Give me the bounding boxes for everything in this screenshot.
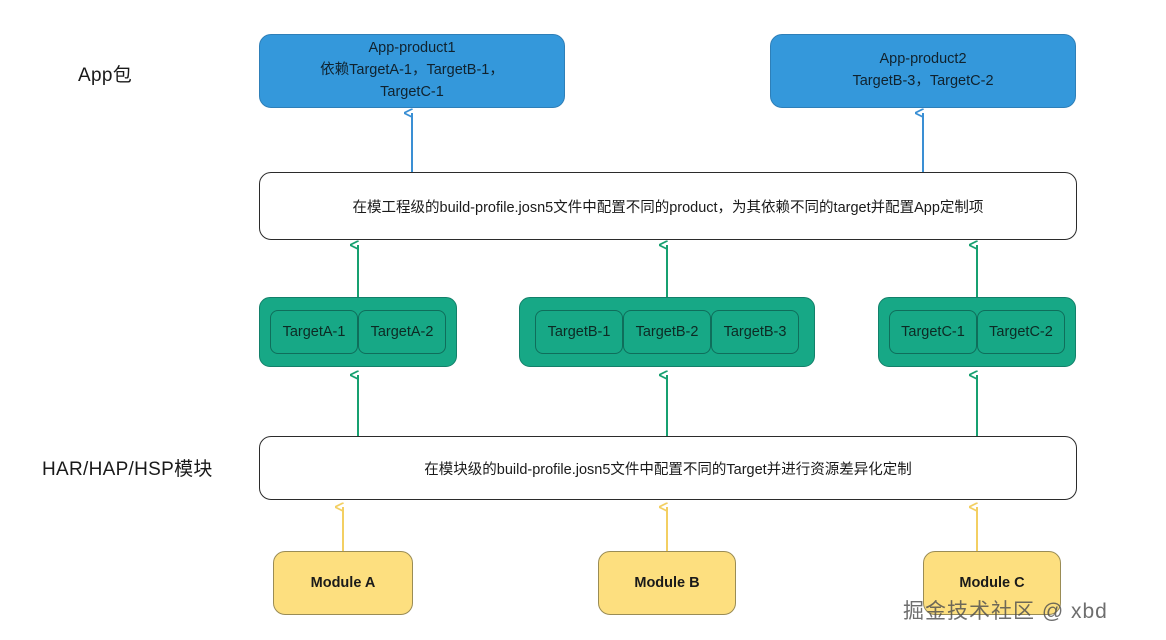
- arrow-module-desc-to-target-group-a: [342, 368, 359, 437]
- arrow-target-group-a-to-product-desc: [342, 238, 359, 299]
- arrow-module-a-to-module-desc: [327, 500, 344, 553]
- arrow-product-desc-to-app-product2: [907, 106, 924, 175]
- target-chip-c2[interactable]: TargetC-2: [977, 310, 1065, 354]
- target-group-c[interactable]: TargetC-1 TargetC-2: [878, 297, 1076, 367]
- arrow-module-c-to-module-desc: [961, 500, 978, 553]
- module-level-description-box[interactable]: 在模块级的build-profile.josn5文件中配置不同的Target并进…: [259, 436, 1077, 500]
- app-product1-title: App-product1: [368, 40, 456, 57]
- arrow-product-desc-to-app-product1: [396, 106, 413, 175]
- arrow-target-group-c-to-product-desc: [961, 238, 978, 299]
- app-product1-line2: 依赖TargetA-1，TargetB-1，: [320, 62, 504, 79]
- module-b-box[interactable]: Module B: [598, 551, 736, 615]
- target-group-a[interactable]: TargetA-1 TargetA-2: [259, 297, 457, 367]
- module-c-box[interactable]: Module C: [923, 551, 1061, 615]
- arrow-module-b-to-module-desc: [651, 500, 668, 553]
- module-a-label: Module A: [310, 575, 376, 591]
- row-label-har-hap-hsp-modules: HAR/HAP/HSP模块: [42, 459, 213, 480]
- app-product1-line3: TargetC-1: [380, 83, 444, 100]
- module-b-label: Module B: [634, 575, 700, 591]
- target-chip-a1[interactable]: TargetA-1: [270, 310, 358, 354]
- target-group-b[interactable]: TargetB-1 TargetB-2 TargetB-3: [519, 297, 815, 367]
- arrow-module-desc-to-target-group-b: [651, 368, 668, 437]
- arrow-target-group-b-to-product-desc: [651, 238, 668, 299]
- module-level-description-text: 在模块级的build-profile.josn5文件中配置不同的Target并进…: [424, 461, 912, 478]
- product-level-description-box[interactable]: 在模工程级的build-profile.josn5文件中配置不同的product…: [259, 172, 1077, 240]
- app-product2-line2: TargetB-3，TargetC-2: [852, 73, 994, 89]
- row-label-app-package: App包: [78, 65, 133, 86]
- target-chip-b1[interactable]: TargetB-1: [535, 310, 623, 354]
- arrow-module-desc-to-target-group-c: [961, 368, 978, 437]
- module-a-box[interactable]: Module A: [273, 551, 413, 615]
- product-level-description-text: 在模工程级的build-profile.josn5文件中配置不同的product…: [352, 199, 984, 216]
- target-chip-b3[interactable]: TargetB-3: [711, 310, 799, 354]
- target-chip-b2[interactable]: TargetB-2: [623, 310, 711, 354]
- target-chip-a2[interactable]: TargetA-2: [358, 310, 446, 354]
- app-product1-box[interactable]: App-product1 依赖TargetA-1，TargetB-1， Targ…: [259, 34, 565, 108]
- module-c-label: Module C: [959, 575, 1025, 591]
- target-chip-c1[interactable]: TargetC-1: [889, 310, 977, 354]
- watermark-text: 掘金技术社区 @ xbd: [903, 600, 1108, 623]
- app-product2-box[interactable]: App-product2 TargetB-3，TargetC-2: [770, 34, 1076, 108]
- app-product2-title: App-product2: [879, 51, 967, 68]
